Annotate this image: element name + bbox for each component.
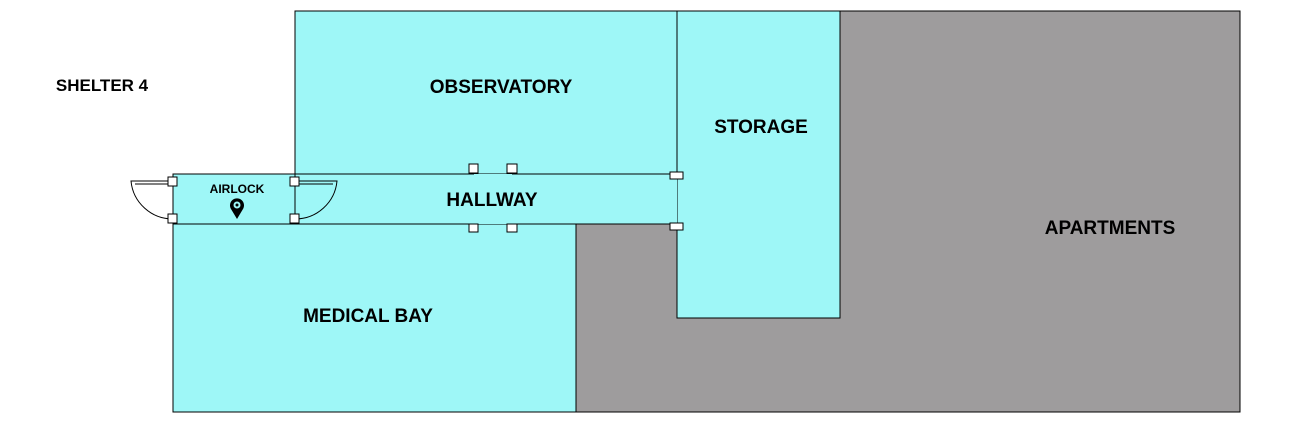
observatory-door-right-jamb [506,163,518,174]
room-observatory[interactable] [294,10,678,175]
label-storage: STORAGE [714,117,808,138]
hallway-walls [295,173,677,225]
medical-door-left-jamb [468,223,479,233]
location-pin-icon[interactable] [230,198,244,219]
door-jambs [167,163,684,233]
label-hallway: HALLWAY [446,190,537,211]
label-observatory: OBSERVATORY [430,77,573,98]
airlock-outer-door[interactable] [130,180,174,220]
map-title: SHELTER 4 [56,76,149,95]
label-apartments: APARTMENTS [1045,218,1176,239]
storage-door-upper-jamb [669,171,684,180]
room-storage[interactable] [676,10,841,319]
label-medical-bay: MEDICAL BAY [303,306,433,327]
medical-door-right-jamb [506,223,518,233]
label-airlock: AIRLOCK [210,182,265,196]
storage-door-lower-jamb [669,222,684,231]
observatory-door-left-jamb [468,163,479,174]
